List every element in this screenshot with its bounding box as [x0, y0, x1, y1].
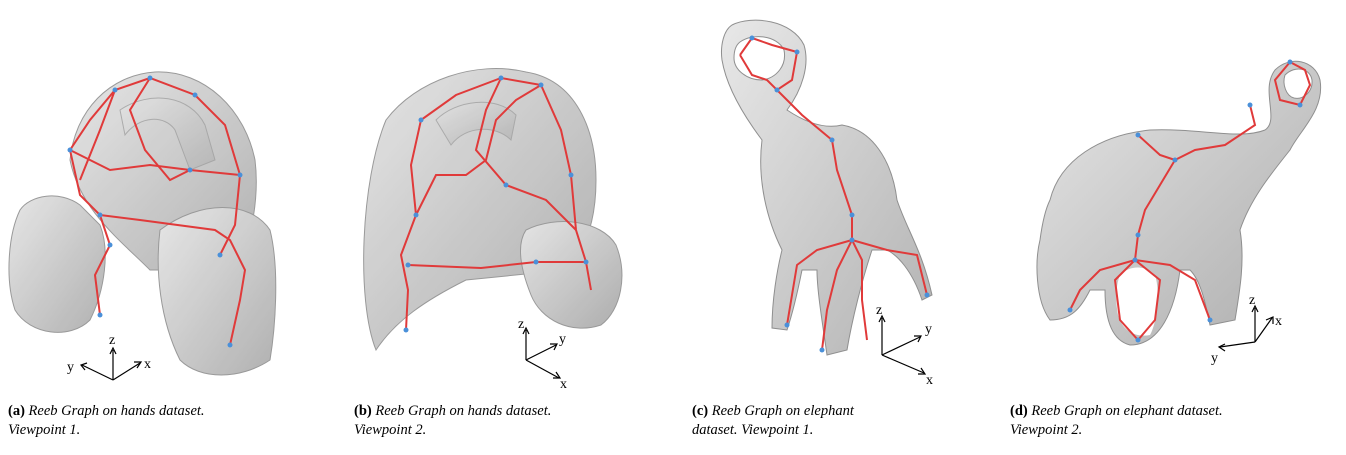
caption-line-1: Reeb Graph on hands dataset.: [29, 403, 205, 419]
caption-line-1: Reeb Graph on elephant: [712, 403, 854, 419]
caption-line-1: Reeb Graph on hands dataset.: [375, 403, 551, 419]
caption-c: (c) Reeb Graph on elephant dataset. View…: [692, 402, 942, 440]
elephant-mesh-viewpoint-2: z x y: [1010, 0, 1346, 400]
caption-d: (d) Reeb Graph on elephant dataset. View…: [1010, 402, 1340, 440]
caption-label: (b): [354, 403, 372, 419]
axis-triad: [523, 328, 560, 378]
figure-panel-b: z x y (b) Reeb Graph on hands dataset. V…: [346, 0, 682, 455]
caption-line-2: Viewpoint 1.: [8, 422, 80, 438]
mesh-surface: [1037, 61, 1321, 345]
mesh-surface: [364, 69, 622, 350]
caption-line-1: Reeb Graph on elephant dataset.: [1031, 403, 1222, 419]
axis-triad: [879, 316, 925, 374]
caption-line-2: Viewpoint 2.: [1010, 422, 1082, 438]
axis-label-y: y: [925, 322, 932, 337]
axis-label-z: z: [518, 317, 524, 332]
axis-label-z: z: [109, 333, 115, 348]
figure-panel-d: z x y (d) Reeb Graph on elephant dataset…: [1010, 0, 1346, 455]
axis-label-x: x: [1275, 314, 1282, 329]
mesh-surface: [721, 20, 932, 355]
caption-line-2: Viewpoint 2.: [354, 422, 426, 438]
caption-label: (a): [8, 403, 25, 419]
hands-mesh-viewpoint-1: z x y: [0, 0, 336, 400]
caption-b: (b) Reeb Graph on hands dataset. Viewpoi…: [354, 402, 674, 440]
axis-label-x: x: [144, 357, 151, 372]
axis-label-z: z: [876, 303, 882, 318]
axis-label-x: x: [926, 373, 933, 388]
caption-label: (d): [1010, 403, 1028, 419]
figure-panel-c: z x y (c) Reeb Graph on elephant dataset…: [692, 0, 1028, 455]
axis-label-z: z: [1249, 293, 1255, 308]
caption-label: (c): [692, 403, 708, 419]
caption-line-2: dataset. Viewpoint 1.: [692, 422, 813, 438]
axis-label-y: y: [559, 332, 566, 347]
hands-mesh-viewpoint-2: z x y: [346, 0, 682, 400]
axis-label-x: x: [560, 377, 567, 392]
figure-panel-a: z x y (a) Reeb Graph on hands dataset. V…: [0, 0, 336, 455]
caption-a: (a) Reeb Graph on hands dataset. Viewpoi…: [8, 402, 328, 440]
axis-label-y: y: [67, 360, 74, 375]
elephant-mesh-viewpoint-1: z x y: [692, 0, 1028, 400]
axis-label-y: y: [1211, 351, 1218, 366]
axis-triad: [81, 348, 141, 380]
